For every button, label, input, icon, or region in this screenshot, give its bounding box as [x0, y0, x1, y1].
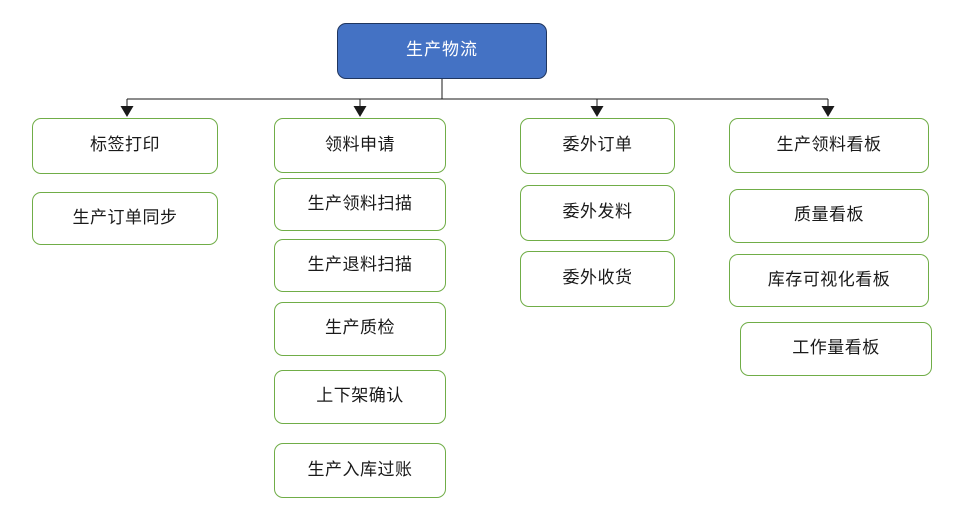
node-label: 质量看板: [794, 205, 864, 226]
node-label: 工作量看板: [792, 338, 880, 359]
connector-arrowhead-3: [590, 106, 604, 117]
node-label: 生产领料扫描: [307, 193, 413, 214]
node-label: 生产物流: [406, 40, 478, 61]
leaf-node-1-1[interactable]: 标签打印: [32, 118, 218, 174]
connector-arrowhead-1: [120, 106, 134, 117]
node-label: 库存可视化看板: [767, 269, 891, 290]
node-label: 委外收货: [562, 268, 633, 289]
leaf-node-2-4[interactable]: 生产质检: [274, 302, 446, 356]
leaf-node-2-5[interactable]: 上下架确认: [274, 370, 446, 424]
connector-arrowhead-4: [821, 106, 835, 117]
node-label: 生产质检: [325, 318, 395, 339]
leaf-node-2-2[interactable]: 领料申请: [274, 118, 446, 173]
node-label: 生产入库过账: [307, 459, 413, 480]
node-label: 生产退料扫描: [307, 254, 413, 275]
node-label: 标签打印: [90, 135, 160, 156]
leaf-node-2-6[interactable]: 生产入库过账: [274, 443, 446, 498]
node-label: 委外订单: [562, 135, 633, 156]
leaf-node-4-4[interactable]: 工作量看板: [740, 322, 932, 376]
leaf-node-1-2[interactable]: 生产订单同步: [32, 192, 218, 245]
root-node-生产物流[interactable]: 生产物流: [337, 23, 547, 79]
leaf-node-4-2[interactable]: 质量看板: [729, 189, 929, 243]
leaf-node-3-1[interactable]: 委外订单: [520, 118, 675, 174]
leaf-node-3-2[interactable]: 委外发料: [520, 185, 675, 241]
node-label: 生产订单同步: [72, 207, 178, 228]
node-label: 委外发料: [562, 202, 633, 223]
leaf-node-4-1[interactable]: 生产领料看板: [729, 118, 929, 173]
node-label: 领料申请: [325, 134, 395, 155]
connector-arrowhead-2: [353, 106, 367, 117]
leaf-node-3-3[interactable]: 委外收货: [520, 251, 675, 307]
leaf-node-2-1[interactable]: 生产领料扫描: [274, 178, 446, 231]
leaf-node-4-3[interactable]: 库存可视化看板: [729, 254, 929, 307]
node-label: 上下架确认: [316, 386, 404, 407]
node-label: 生产领料看板: [776, 134, 882, 155]
leaf-node-2-3[interactable]: 生产退料扫描: [274, 239, 446, 292]
